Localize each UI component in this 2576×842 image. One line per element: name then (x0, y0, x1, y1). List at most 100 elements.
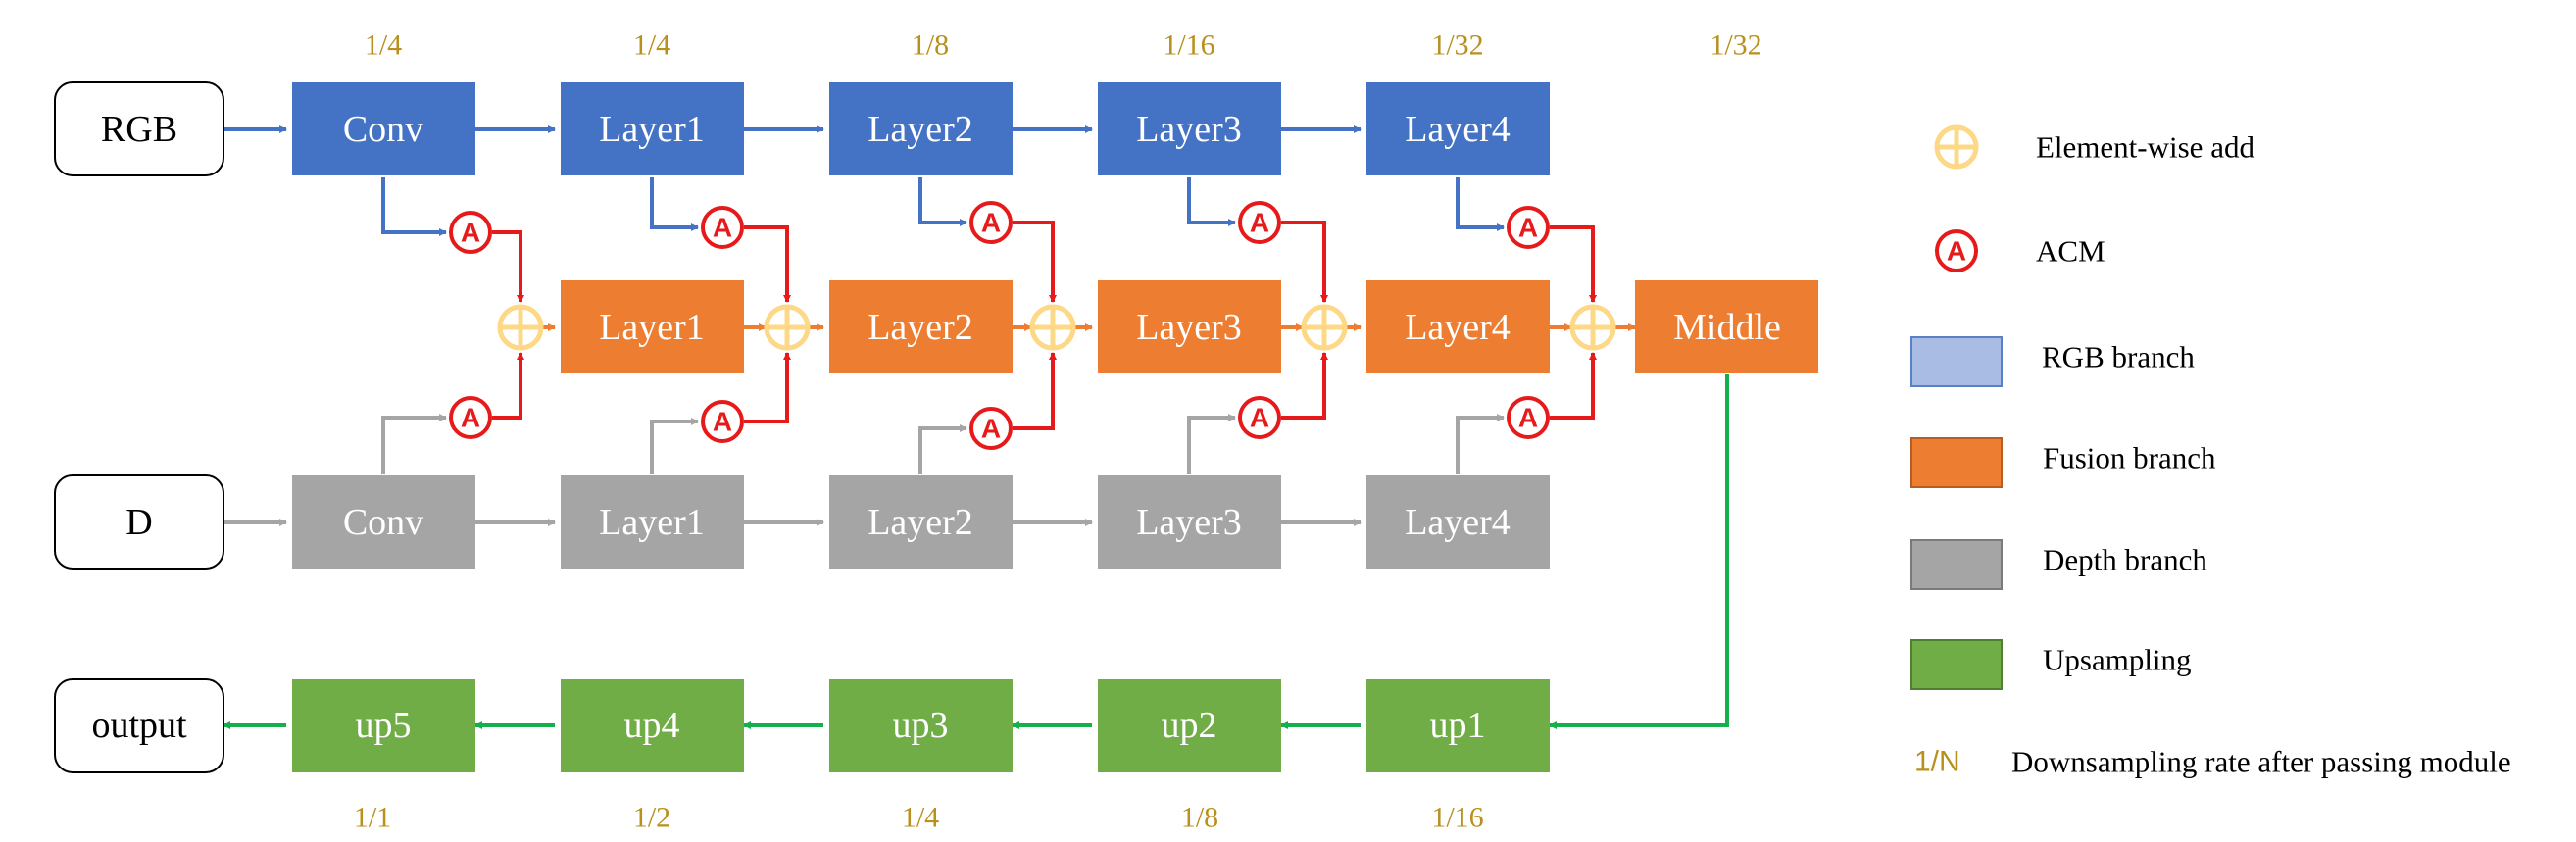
svg-text:A: A (1947, 236, 1966, 267)
io-boxes: RGB D output (54, 81, 224, 773)
fusion-branch: Layer1 Layer2 Layer3 Layer4 Middle (561, 280, 1818, 373)
up1-label: up1 (1430, 705, 1486, 746)
middle-box (1635, 280, 1818, 373)
up4-label: up4 (624, 705, 680, 746)
rgb-layer1-box (561, 82, 744, 175)
legend-fusion-label: Fusion branch (2043, 441, 2216, 475)
legend-depth-swatch (1910, 539, 2003, 590)
add-symbols (497, 304, 1616, 351)
output-label: output (91, 705, 187, 746)
fusion-layer2-label: Layer2 (867, 307, 973, 348)
legend-depth-label: Depth branch (2043, 543, 2207, 577)
rgb-input-label: RGB (101, 109, 177, 150)
rate-label: 1/32 (1709, 29, 1761, 62)
svg-text:A: A (1518, 213, 1538, 243)
up4-box (561, 679, 744, 772)
fusion-layer3-box (1098, 280, 1281, 373)
rgb-branch: Conv Layer1 Layer2 Layer3 Layer4 (292, 82, 1550, 175)
depth-layer2-label: Layer2 (867, 502, 973, 543)
svg-text:A: A (713, 407, 732, 437)
depth-layer1-box (561, 475, 744, 569)
svg-text:A: A (461, 218, 480, 248)
fusion-layer1-label: Layer1 (599, 307, 705, 348)
svg-text:A: A (713, 213, 732, 243)
rgb-conv-label: Conv (343, 109, 423, 150)
depth-layer4-label: Layer4 (1405, 502, 1511, 543)
red-bot-3 (1013, 352, 1057, 430)
depth-layer4-box (1366, 475, 1550, 569)
rgb-conv-box (292, 82, 475, 175)
depth-input-label: D (125, 502, 152, 543)
rate-label: 1/1 (354, 802, 391, 834)
legend-acm-icon: A (1935, 229, 1978, 272)
up2-label: up2 (1162, 705, 1217, 746)
fusion-layer2-box (829, 280, 1013, 373)
rgb-layer4-box (1366, 82, 1550, 175)
arrow-depth-layer3-acm (1187, 414, 1236, 474)
up5-label: up5 (356, 705, 412, 746)
legend-rate-symbol: 1/N (1914, 746, 1960, 778)
rgb-layer4-label: Layer4 (1405, 109, 1511, 150)
arrow-depth-layer1-acm (650, 418, 699, 474)
up3-label: up3 (893, 705, 949, 746)
rate-label: 1/32 (1431, 29, 1483, 62)
depth-conv-box (292, 475, 475, 569)
up3-box (829, 679, 1013, 772)
top-rates: 1/4 1/4 1/8 1/16 1/32 1/32 (365, 29, 1762, 62)
up5-box (292, 679, 475, 772)
rgb-layer3-label: Layer3 (1136, 109, 1242, 150)
red-bot-5 (1550, 352, 1597, 420)
depth-branch: Conv Layer1 Layer2 Layer3 Layer4 (292, 475, 1550, 569)
red-top-2 (744, 225, 791, 303)
rgb-layer1-label: Layer1 (599, 109, 705, 150)
up2-box (1098, 679, 1281, 772)
red-bot-2 (744, 352, 791, 423)
green-middle-up1 (1549, 374, 1729, 729)
legend: Element-wise add A ACM RGB branch Fusion… (1910, 124, 2511, 779)
acm-icon: A (1238, 201, 1281, 244)
svg-text:A: A (981, 208, 1001, 238)
acm-symbols: A A A A A A A A A A (449, 201, 1550, 450)
rate-label: 1/16 (1431, 802, 1483, 834)
up1-box (1366, 679, 1550, 772)
upsampling-branch: up5 up4 up3 up2 up1 (292, 679, 1550, 772)
rgb-layer3-box (1098, 82, 1281, 175)
svg-text:A: A (461, 403, 480, 433)
red-top-4 (1281, 221, 1328, 303)
add-icon (1569, 304, 1616, 351)
svg-text:A: A (981, 414, 1001, 444)
arrow-rgb-conv-acm (381, 177, 447, 236)
rate-label: 1/16 (1163, 29, 1214, 62)
arrow-depth-conv-acm (381, 414, 447, 474)
arrow-rgb-layer2-acm (918, 177, 967, 226)
rate-label: 1/2 (633, 802, 670, 834)
acm-icon: A (969, 201, 1013, 244)
red-bot-4 (1281, 352, 1328, 420)
arrow-rgb-layer1-acm (650, 177, 699, 231)
legend-rate-label: Downsampling rate after passing module (2011, 745, 2511, 779)
depth-layer3-box (1098, 475, 1281, 569)
rgb-layer2-label: Layer2 (867, 109, 973, 150)
acm-icon: A (701, 206, 744, 249)
acm-icon: A (1507, 396, 1550, 439)
legend-up-swatch (1910, 639, 2003, 690)
fusion-layer3-label: Layer3 (1136, 307, 1242, 348)
depth-layer2-box (829, 475, 1013, 569)
rate-label: 1/8 (1181, 802, 1218, 834)
fusion-layer4-label: Layer4 (1405, 307, 1511, 348)
red-top-3 (1013, 221, 1057, 303)
svg-text:A: A (1518, 403, 1538, 433)
legend-add-label: Element-wise add (2036, 130, 2254, 165)
red-bot-1 (492, 352, 524, 420)
rgb-input-box (54, 81, 224, 176)
acm-icon: A (1507, 206, 1550, 249)
arrow-rgb-layer4-acm (1456, 177, 1505, 231)
red-top-1 (492, 230, 524, 303)
middle-label: Middle (1673, 307, 1781, 348)
arrow-depth-layer4-acm (1456, 414, 1505, 474)
rgb-layer2-box (829, 82, 1013, 175)
legend-acm-label: ACM (2036, 234, 2105, 269)
acm-icon: A (449, 396, 492, 439)
depth-conv-label: Conv (343, 502, 423, 543)
depth-layer1-label: Layer1 (599, 502, 705, 543)
